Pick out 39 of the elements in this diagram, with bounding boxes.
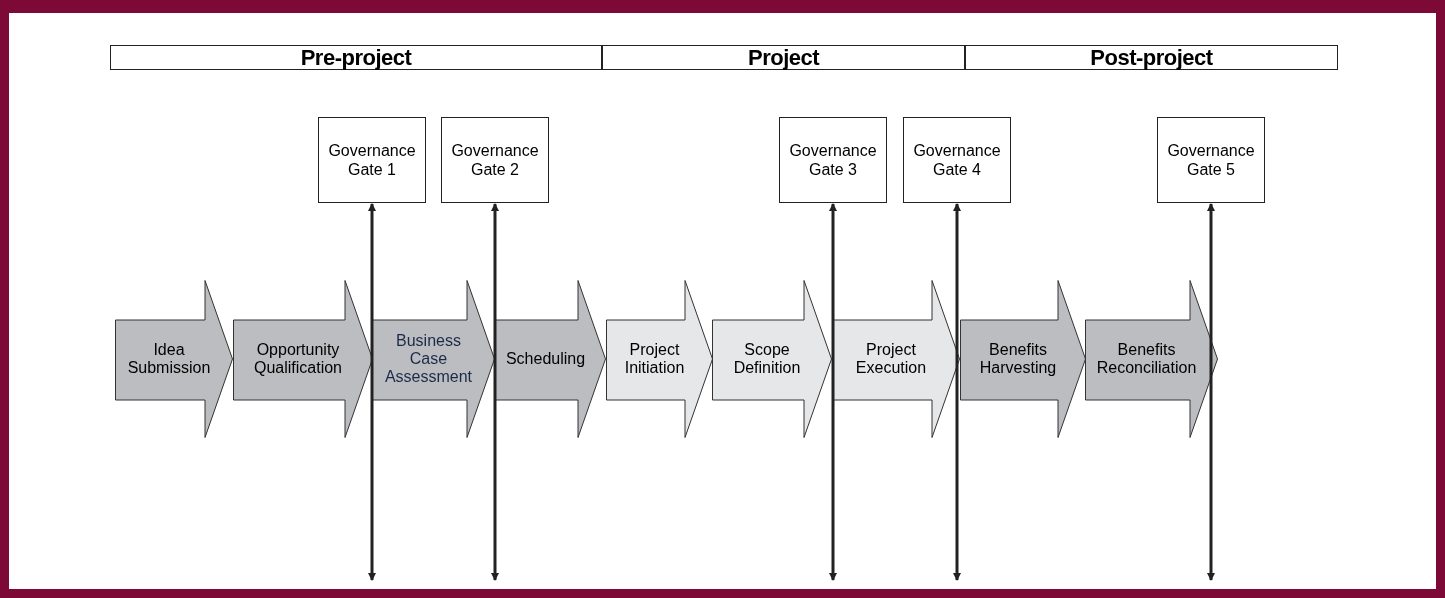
process-step-shape bbox=[606, 280, 713, 438]
phase-header-cell bbox=[965, 45, 1338, 70]
process-step-shape bbox=[233, 280, 373, 438]
gate-box bbox=[441, 117, 549, 203]
gate-label: Governance Gate 3 bbox=[788, 141, 878, 179]
process-step-shape bbox=[1085, 280, 1218, 438]
process-step-shape bbox=[115, 280, 233, 438]
phase-header-cell bbox=[110, 45, 602, 70]
step-label: Business Case Assessment bbox=[383, 332, 474, 386]
double-arrow bbox=[953, 203, 961, 581]
process-step-shape bbox=[960, 280, 1086, 438]
step-label: Idea Submission bbox=[126, 341, 212, 377]
gate-box bbox=[779, 117, 887, 203]
step-label: Project Initiation bbox=[623, 341, 686, 377]
step-label: Scope Definition bbox=[732, 341, 802, 377]
process-step-shape bbox=[832, 280, 960, 438]
step-label: Benefits Harvesting bbox=[978, 341, 1058, 377]
process-step-shape bbox=[712, 280, 832, 438]
gate-box bbox=[1157, 117, 1265, 203]
gate-box bbox=[318, 117, 426, 203]
gate-label: Governance Gate 5 bbox=[1166, 141, 1256, 179]
double-arrow bbox=[368, 203, 376, 581]
step-label: Project Execution bbox=[854, 341, 928, 377]
double-arrow bbox=[491, 203, 499, 581]
process-step-shape bbox=[372, 280, 495, 438]
gate-box bbox=[903, 117, 1011, 203]
double-arrow bbox=[1207, 203, 1215, 581]
double-arrow bbox=[829, 203, 837, 581]
gate-label: Governance Gate 2 bbox=[450, 141, 540, 179]
process-step-shape bbox=[495, 280, 606, 438]
step-label: Scheduling bbox=[504, 350, 587, 368]
phase-label: Post-project bbox=[1090, 44, 1213, 71]
phase-header-cell bbox=[602, 45, 965, 70]
gate-label: Governance Gate 1 bbox=[327, 141, 417, 179]
step-label: Benefits Reconciliation bbox=[1095, 341, 1198, 377]
step-label: Opportunity Qualification bbox=[252, 341, 343, 377]
phase-label: Project bbox=[747, 44, 820, 71]
gate-label: Governance Gate 4 bbox=[912, 141, 1002, 179]
phase-label: Pre-project bbox=[300, 44, 412, 71]
